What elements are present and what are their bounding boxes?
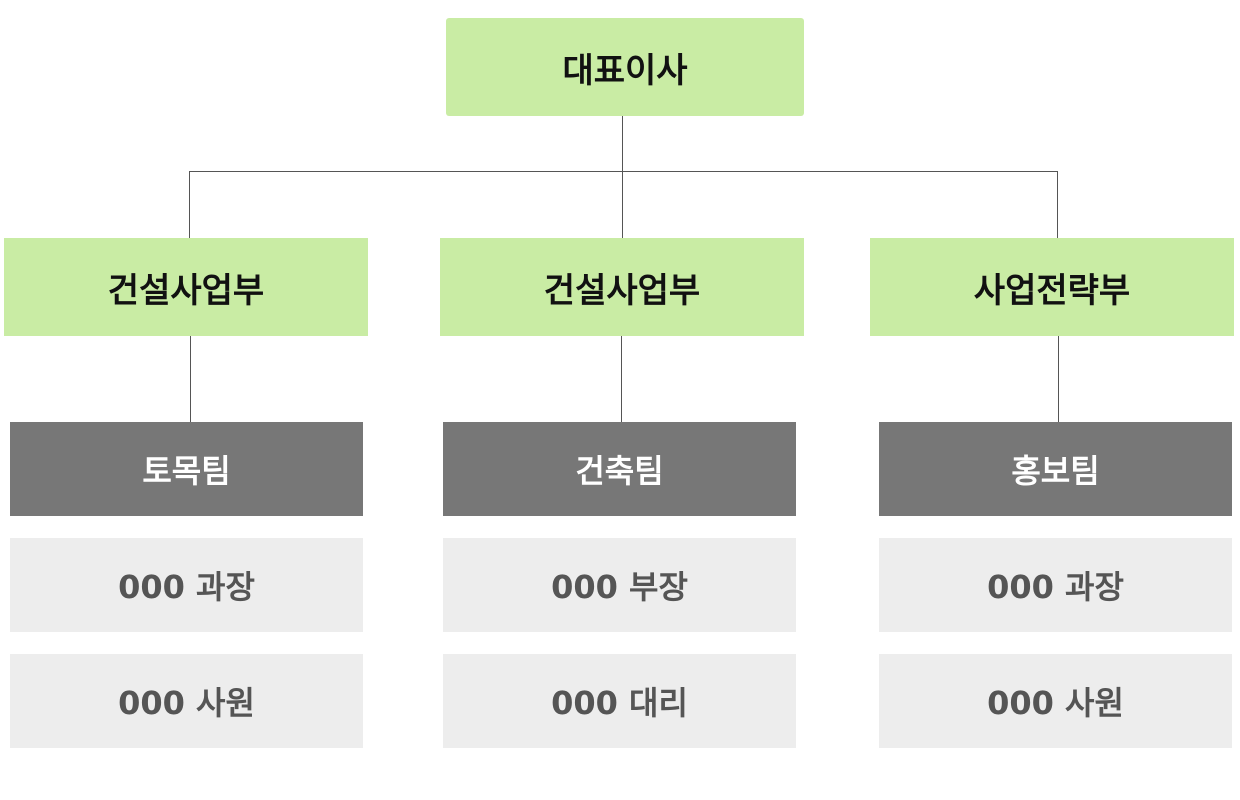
- team-label: 건축팀: [575, 452, 664, 490]
- connector-to-division-1: [189, 171, 190, 238]
- division-node-2: 건설사업부: [440, 238, 804, 336]
- team-label: 홍보팀: [1011, 452, 1100, 490]
- member-label: 000 과장: [118, 568, 255, 606]
- member-node: 000 사원: [10, 654, 363, 748]
- team-node-pr: 홍보팀: [879, 422, 1232, 516]
- team-node-civil: 토목팀: [10, 422, 363, 516]
- member-node: 000 과장: [10, 538, 363, 632]
- team-node-architecture: 건축팀: [443, 422, 796, 516]
- connector-division-3-team: [1058, 336, 1059, 422]
- member-node: 000 부장: [443, 538, 796, 632]
- ceo-label: 대표이사: [562, 50, 688, 91]
- member-node: 000 사원: [879, 654, 1232, 748]
- connector-to-division-3: [1057, 171, 1058, 238]
- division-label: 건설사업부: [107, 270, 265, 311]
- connector-division-1-team: [190, 336, 191, 422]
- member-label: 000 사원: [987, 684, 1124, 722]
- connector-ceo-down: [622, 116, 623, 238]
- member-node: 000 과장: [879, 538, 1232, 632]
- team-label: 토목팀: [142, 452, 231, 490]
- member-label: 000 과장: [987, 568, 1124, 606]
- division-label: 건설사업부: [543, 270, 701, 311]
- division-node-3: 사업전략부: [870, 238, 1234, 336]
- member-node: 000 대리: [443, 654, 796, 748]
- division-label: 사업전략부: [973, 270, 1131, 311]
- connector-division-2-team: [621, 336, 622, 422]
- division-node-1: 건설사업부: [4, 238, 368, 336]
- ceo-node: 대표이사: [446, 18, 804, 116]
- member-label: 000 사원: [118, 684, 255, 722]
- member-label: 000 대리: [551, 684, 688, 722]
- member-label: 000 부장: [551, 568, 688, 606]
- connector-horizontal-bar: [189, 171, 1058, 172]
